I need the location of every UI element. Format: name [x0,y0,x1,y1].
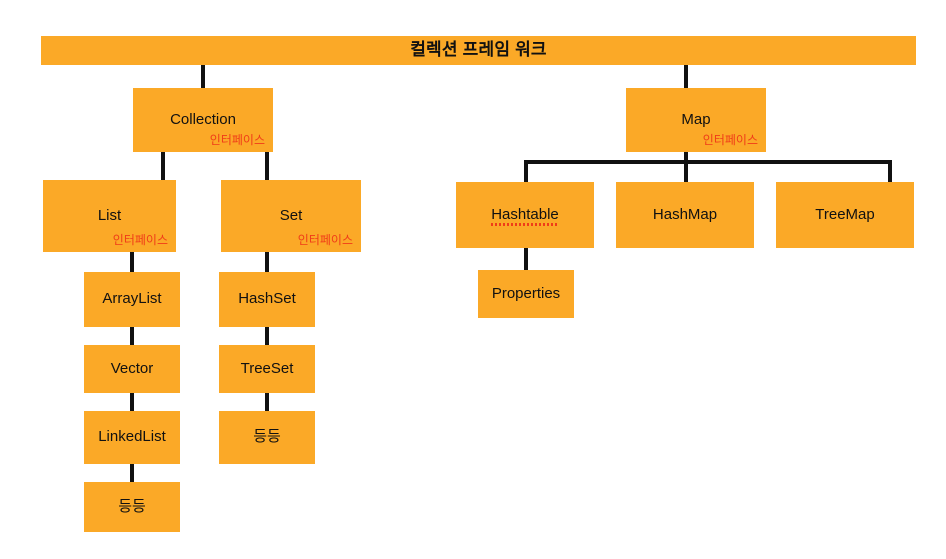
node-map-interface-label: 인터페이스 [702,133,758,147]
node-linkedlist[interactable]: LinkedList [84,411,180,464]
node-properties-label: Properties [491,284,561,302]
edge-root-to-collection [201,64,205,90]
node-set[interactable]: Set 인터페이스 [221,180,361,252]
node-list[interactable]: List 인터페이스 [43,180,176,252]
node-list-interface-label: 인터페이스 [112,233,168,247]
edge-set-to-hashset [265,252,269,272]
edge-treeset-to-etc [265,393,269,411]
node-set-label: Set [279,206,303,224]
node-arraylist[interactable]: ArrayList [84,272,180,327]
node-hashtable[interactable]: Hashtable [456,182,594,248]
edge-arraylist-to-vector [130,327,134,345]
edge-map-bus [524,160,892,164]
node-map-label: Map [681,110,711,128]
node-linkedlist-label: LinkedList [98,428,166,446]
node-map[interactable]: Map 인터페이스 [626,88,766,152]
edge-map-to-hashtable [524,160,528,182]
node-set-interface-label: 인터페이스 [297,233,353,247]
node-hashmap[interactable]: HashMap [616,182,754,248]
edge-hashset-to-treeset [265,327,269,345]
edge-linkedlist-to-etc [130,464,134,482]
node-hashtable-label: Hashtable [491,205,559,226]
node-collection-interface-label: 인터페이스 [209,133,265,147]
node-root[interactable]: 컬렉션 프레임 워크 [41,36,916,65]
node-hashset[interactable]: HashSet [219,272,315,327]
node-root-label: 컬렉션 프레임 워크 [410,40,547,60]
node-treemap[interactable]: TreeMap [776,182,914,248]
edge-hashtable-to-properties [524,248,528,270]
node-vector-label: Vector [110,359,154,377]
node-treeset[interactable]: TreeSet [219,345,315,393]
node-list-etc-label: 등등 [118,497,146,515]
node-set-etc-label: 등등 [253,428,281,446]
node-hashmap-label: HashMap [652,205,718,223]
edge-map-stem [684,152,688,182]
node-treemap-label: TreeMap [815,205,875,223]
node-list-label: List [97,206,122,224]
node-treeset-label: TreeSet [240,359,294,377]
node-hashset-label: HashSet [238,290,296,308]
edge-map-to-treemap [888,160,892,182]
edge-collection-to-list [161,152,165,182]
edge-vector-to-linkedlist [130,393,134,411]
node-list-etc[interactable]: 등등 [84,482,180,532]
edge-list-to-arraylist [130,252,134,272]
node-set-etc[interactable]: 등등 [219,411,315,464]
node-vector[interactable]: Vector [84,345,180,393]
edge-collection-to-set [265,152,269,182]
node-arraylist-label: ArrayList [102,290,162,308]
node-properties[interactable]: Properties [478,270,574,318]
node-collection-label: Collection [170,110,236,128]
edge-root-to-map [684,64,688,90]
node-collection[interactable]: Collection 인터페이스 [133,88,273,152]
